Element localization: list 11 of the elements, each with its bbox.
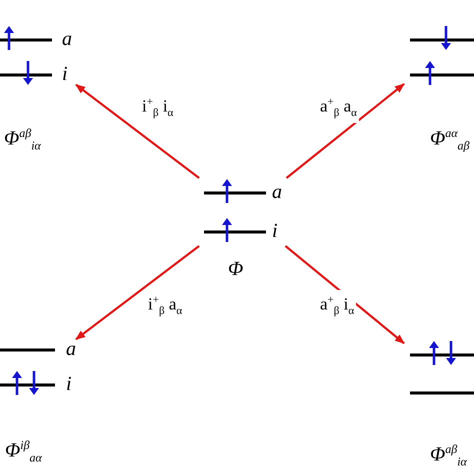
state-label: Φ [228,258,244,280]
arrow [75,84,200,179]
level-label: i [62,64,68,84]
arrow [284,245,405,344]
arrow [75,245,200,340]
level-label: i [66,374,72,394]
level-label: i [272,221,278,241]
level-label: a [62,29,72,49]
arrow [286,83,405,179]
level-label: a [66,339,76,359]
level-label: a [272,182,282,202]
